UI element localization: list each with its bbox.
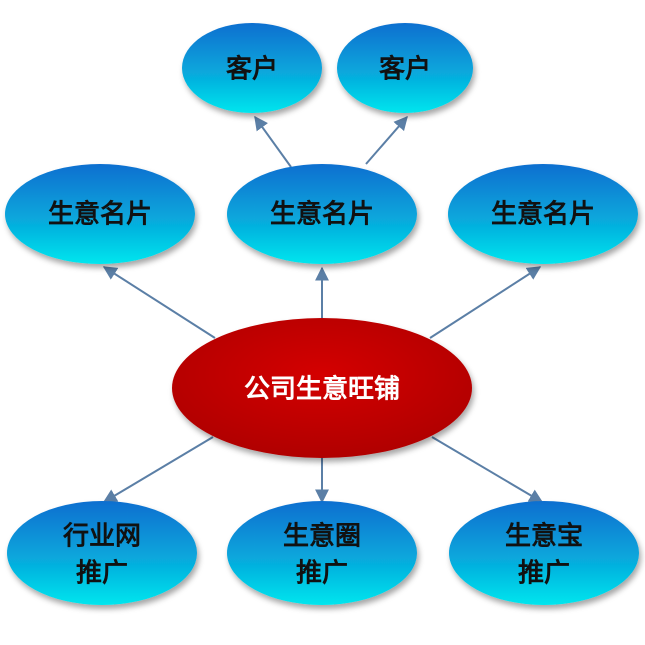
node-promo-industry[interactable]: 行业网 推广 [7,501,197,605]
edge-center-promo-industry [102,436,214,503]
node-client-right[interactable]: 客户 [337,23,473,113]
node-label-line1: 生意宝 [505,521,583,552]
node-label: 生意名片 [48,199,152,230]
node-card-left[interactable]: 生意名片 [5,164,195,264]
node-label-line2: 推广 [518,559,570,589]
node-promo-treasure[interactable]: 生意宝 推广 [449,501,639,605]
node-label: 生意名片 [270,199,374,230]
edge-card-client-right [365,115,408,165]
node-label-line2: 推广 [296,559,348,589]
node-shape [7,501,197,605]
edge-card-client-left [254,115,292,168]
node-shape [172,318,472,458]
node-shape [449,501,639,605]
node-shape [337,23,473,113]
node-label-line2: 推广 [76,559,128,589]
node-shape [227,164,417,264]
node-label: 客户 [226,54,278,85]
node-center[interactable]: 公司生意旺铺 [172,318,472,458]
node-label-line1: 行业网 [62,521,141,552]
node-shape [5,164,195,264]
node-label: 生意名片 [491,199,595,230]
edge-center-card-right [429,266,542,339]
node-label: 客户 [379,54,431,85]
edge-center-promo-treasure [431,436,544,503]
node-shape [227,501,417,605]
node-card-right[interactable]: 生意名片 [448,164,638,264]
node-label: 公司生意旺铺 [244,374,400,405]
node-shape [448,164,638,264]
edges [102,115,544,504]
node-shape [182,23,322,113]
node-promo-circle[interactable]: 生意圈 推广 [227,501,417,605]
node-label-line1: 生意圈 [283,521,361,552]
node-card-middle[interactable]: 生意名片 [227,164,417,264]
edge-center-card-left [102,266,216,339]
node-client-left[interactable]: 客户 [182,23,322,113]
